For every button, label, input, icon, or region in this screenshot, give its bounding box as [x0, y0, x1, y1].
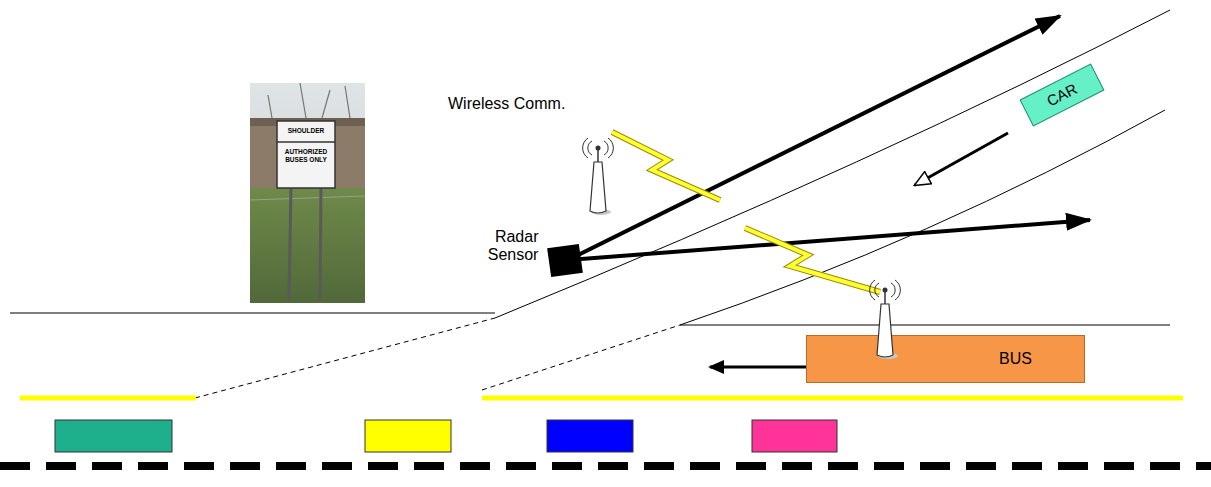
wireless-link — [745, 228, 880, 292]
shoulder-line — [482, 396, 1183, 401]
road-edge — [680, 325, 1170, 326]
ramp-edge — [680, 110, 1165, 325]
ramp-dashed-edge — [195, 318, 495, 398]
wireless-link-outline — [612, 132, 720, 200]
sign-board — [277, 121, 335, 188]
sign-post — [289, 186, 291, 300]
photo-trees — [268, 83, 350, 118]
sign-text: SHOULDER — [279, 127, 333, 135]
sign-post — [320, 186, 321, 300]
traffic-car — [55, 420, 172, 452]
car-direction-arrow — [915, 133, 1008, 185]
sign-text: AUTHORIZED BUSES ONLY — [279, 148, 333, 164]
car-box: CAR — [1020, 63, 1105, 126]
antenna-mast — [597, 150, 599, 162]
photo-grass — [250, 188, 365, 303]
lane-divider — [0, 462, 1211, 470]
antenna-tower — [590, 162, 606, 213]
bus-box: BUS — [806, 335, 1085, 383]
ramp-dashed-edge — [482, 325, 680, 390]
antenna-waves — [870, 280, 901, 300]
antenna-label: Wireless Comm. — [448, 94, 608, 114]
traffic-car — [752, 420, 837, 452]
antenna-mast — [884, 292, 886, 304]
traffic-car — [365, 420, 451, 452]
vehicle-label: BUS — [999, 350, 1032, 368]
sensor-label: Radar Sensor — [476, 228, 538, 265]
photo-sky — [250, 83, 365, 303]
shoulder-line — [20, 396, 196, 401]
photo-fence — [250, 196, 365, 200]
radar-beam — [568, 220, 1090, 260]
sign-divider — [277, 141, 335, 143]
antenna-shadow — [878, 353, 898, 359]
antenna-tip — [596, 146, 601, 151]
wireless-link-outline — [745, 228, 880, 292]
antenna-tower — [877, 304, 893, 357]
antenna-tip — [883, 288, 888, 293]
wireless-link — [612, 132, 720, 200]
traffic-car — [547, 420, 633, 452]
vehicle-label: CAR — [1044, 80, 1080, 110]
photo-building — [250, 118, 365, 188]
radar-sensor: Radar Sensor — [547, 244, 583, 277]
road-edge — [10, 313, 495, 314]
antenna-waves — [583, 138, 614, 158]
radar-beam — [568, 16, 1060, 260]
ramp-edge — [495, 10, 1170, 318]
